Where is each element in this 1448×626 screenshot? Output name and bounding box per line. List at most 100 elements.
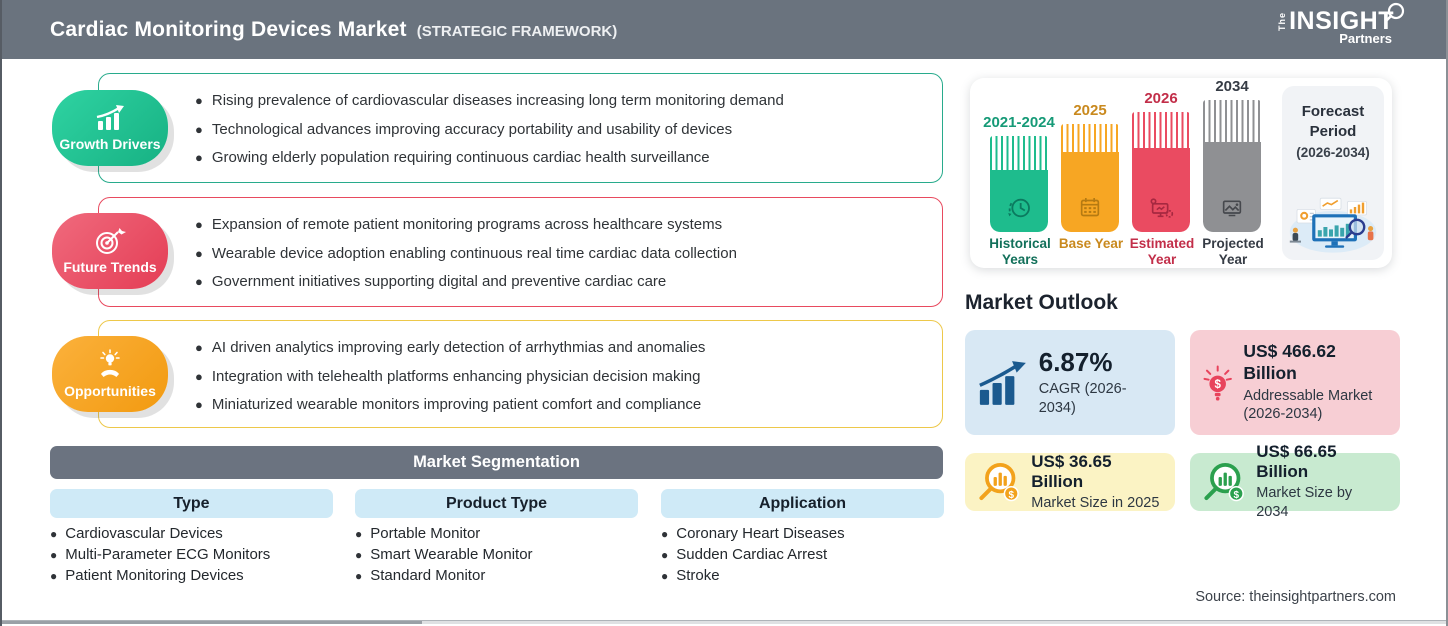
insight-partners-logo: The INSIGHT Partners <box>1277 2 1405 46</box>
forecast-period-line2: Period <box>1309 122 1357 140</box>
forecast-period-panel: Forecast Period (2026-2034) <box>1282 86 1384 260</box>
segment-item-text: Standard Monitor <box>370 566 486 584</box>
header-bar: Cardiac Monitoring Devices Market (STRAT… <box>2 0 1446 59</box>
bullet-text: Government initiatives supporting digita… <box>211 273 667 290</box>
forecast-period-line1: Forecast <box>1301 103 1365 120</box>
bullet-icon: ● <box>195 150 203 165</box>
bullet-icon: ● <box>50 568 58 583</box>
monitor-gear-icon <box>1150 198 1174 218</box>
growth-drivers-badge: Growth Drivers <box>52 90 168 166</box>
bullet-text: Integration with telehealth platforms en… <box>211 367 701 385</box>
bullet-text: Technological advances improving accurac… <box>211 120 733 138</box>
bullet-icon: ● <box>195 121 203 137</box>
timeline-year-label: 2034 <box>1215 78 1249 95</box>
stat-texts: US$ 466.62 Billion Addressable Market (2… <box>1243 341 1388 424</box>
segment-list-product-type: ● Portable Monitor ●Smart Wearable Monito… <box>355 524 645 586</box>
timeline-bar-base <box>1061 124 1119 232</box>
stat-texts: US$ 36.65 Billion Market Size in 2025 <box>1031 452 1163 513</box>
list-item: ●Standard Monitor <box>355 566 645 587</box>
badge-label: Future Trends <box>63 259 157 275</box>
timeline-year-label: 2026 <box>1144 90 1178 107</box>
segment-column-header-type: Type <box>50 489 333 518</box>
list-item: ● Cardiovascular Devices <box>50 524 340 545</box>
list-item: ● Patient Monitoring Devices <box>50 566 340 587</box>
bullet-text: Wearable device adoption enabling contin… <box>211 244 737 262</box>
opportunities-box: ● AI driven analytics improving early det… <box>98 320 943 428</box>
timeline-year-label: 2025 <box>1073 102 1107 119</box>
list-item: ● Sudden Cardiac Arrest <box>661 545 951 566</box>
addressable-market-card: $ US$ 466.62 Billion Addressable Market … <box>1190 330 1400 435</box>
list-item: ● Miniaturized wearable monitors improvin… <box>195 391 922 420</box>
stat-label: Addressable Market (2026-2034) <box>1243 387 1373 423</box>
list-item: ●Smart Wearable Monitor <box>355 545 645 566</box>
market-segmentation-header: Market Segmentation <box>50 446 943 479</box>
horizontal-scrollbar[interactable] <box>2 620 1446 624</box>
bullet-icon: ● <box>195 397 203 412</box>
logo-the-text: The <box>1277 11 1288 31</box>
scrollbar-thumb[interactable] <box>2 621 422 624</box>
source-attribution: Source: theinsightpartners.com <box>1195 589 1396 605</box>
logo-partners-text: Partners <box>1339 31 1392 46</box>
segment-item-text: Cardiovascular Devices <box>65 525 223 542</box>
segment-item-text: Stroke <box>676 566 720 584</box>
list-item: ●Rising prevalence of cardiovascular dis… <box>195 87 922 116</box>
badge-label: Opportunities <box>64 383 156 399</box>
segment-list-application: ● Coronary Heart Diseases ● Sudden Cardiac… <box>661 524 951 586</box>
bullet-icon: ● <box>195 340 203 355</box>
growth-drivers-box: ●Rising prevalence of cardiovascular dis… <box>98 73 943 183</box>
lightbulb-hand-icon <box>100 349 120 377</box>
segment-item-text: Multi-Parameter ECG Monitors <box>65 545 271 563</box>
segment-column-header-application: Application <box>661 489 944 518</box>
segment-item-text: Coronary Heart Diseases <box>676 525 845 542</box>
page-title: Cardiac Monitoring Devices Market <box>50 17 407 41</box>
stat-label: Market Size in 2025 <box>1031 494 1160 511</box>
market-size-2025-card: $ US$ 36.65 Billion Market Size in 2025 <box>965 452 1175 513</box>
magnifier-icon <box>1384 2 1405 23</box>
history-clock-icon <box>1008 198 1030 218</box>
bullet-icon: ● <box>50 547 58 562</box>
stat-label: Market Size by 2034 <box>1256 485 1353 520</box>
bar-stripes <box>1132 112 1190 148</box>
segment-item-text: Sudden Cardiac Arrest <box>676 545 828 563</box>
timeline-bar-label: Estimated Year <box>1129 236 1195 268</box>
cagr-card: 6.87% CAGR (2026-2034) <box>965 330 1175 435</box>
segment-item-text: Portable Monitor <box>370 525 481 542</box>
magnifier-chart-green-icon: $ <box>1204 462 1244 502</box>
stat-texts: US$ 66.65 Billion Market Size by 2034 <box>1256 442 1388 522</box>
svg-text:$: $ <box>1214 378 1221 390</box>
stat-texts: 6.87% CAGR (2026-2034) <box>1039 347 1163 418</box>
stat-value: US$ 466.62 Billion <box>1243 340 1336 383</box>
bullet-text: AI driven analytics improving early dete… <box>211 339 706 356</box>
timeline-bar-historical <box>990 136 1048 232</box>
projection-image-icon <box>1222 200 1242 217</box>
timeline-bar-label: Base Year <box>1058 236 1124 251</box>
bullet-text: Miniaturized wearable monitors improving… <box>211 396 702 413</box>
timeline-bar-label: Projected Year <box>1202 236 1264 268</box>
segment-item-text: Patient Monitoring Devices <box>65 566 244 584</box>
list-item: ●Expansion of remote patient monitoring … <box>195 211 922 240</box>
dollar-bulb-icon: $ <box>1203 364 1232 401</box>
bullet-icon: ● <box>195 245 203 261</box>
bullet-icon: ● <box>195 368 203 384</box>
bullet-icon: ● <box>355 547 363 562</box>
bar-solid <box>1203 142 1261 232</box>
forecast-period-range: (2026-2034) <box>1296 145 1370 160</box>
svg-text:$: $ <box>1009 490 1015 501</box>
bullet-icon: ● <box>661 527 669 541</box>
bullet-icon: ● <box>50 527 58 541</box>
logo-row: The INSIGHT <box>1277 2 1405 34</box>
future-trends-badge: Future Trends <box>52 213 168 289</box>
timeline-bar-projected <box>1203 100 1261 232</box>
list-item: ●Growing elderly population requiring co… <box>195 144 922 173</box>
segment-list-type: ● Cardiovascular Devices ● Multi-Parameter… <box>50 524 340 586</box>
header-titles: Cardiac Monitoring Devices Market (STRAT… <box>50 18 617 42</box>
bar-stripes <box>990 136 1048 170</box>
timeline-bar-estimated <box>1132 112 1190 232</box>
bullet-icon: ● <box>661 547 669 562</box>
growth-chart-icon <box>96 105 124 130</box>
bullet-icon: ● <box>195 217 203 232</box>
stat-value: US$ 66.65 Billion <box>1256 442 1337 482</box>
badge-label: Growth Drivers <box>59 136 161 152</box>
stat-value: 6.87% <box>1038 347 1113 378</box>
